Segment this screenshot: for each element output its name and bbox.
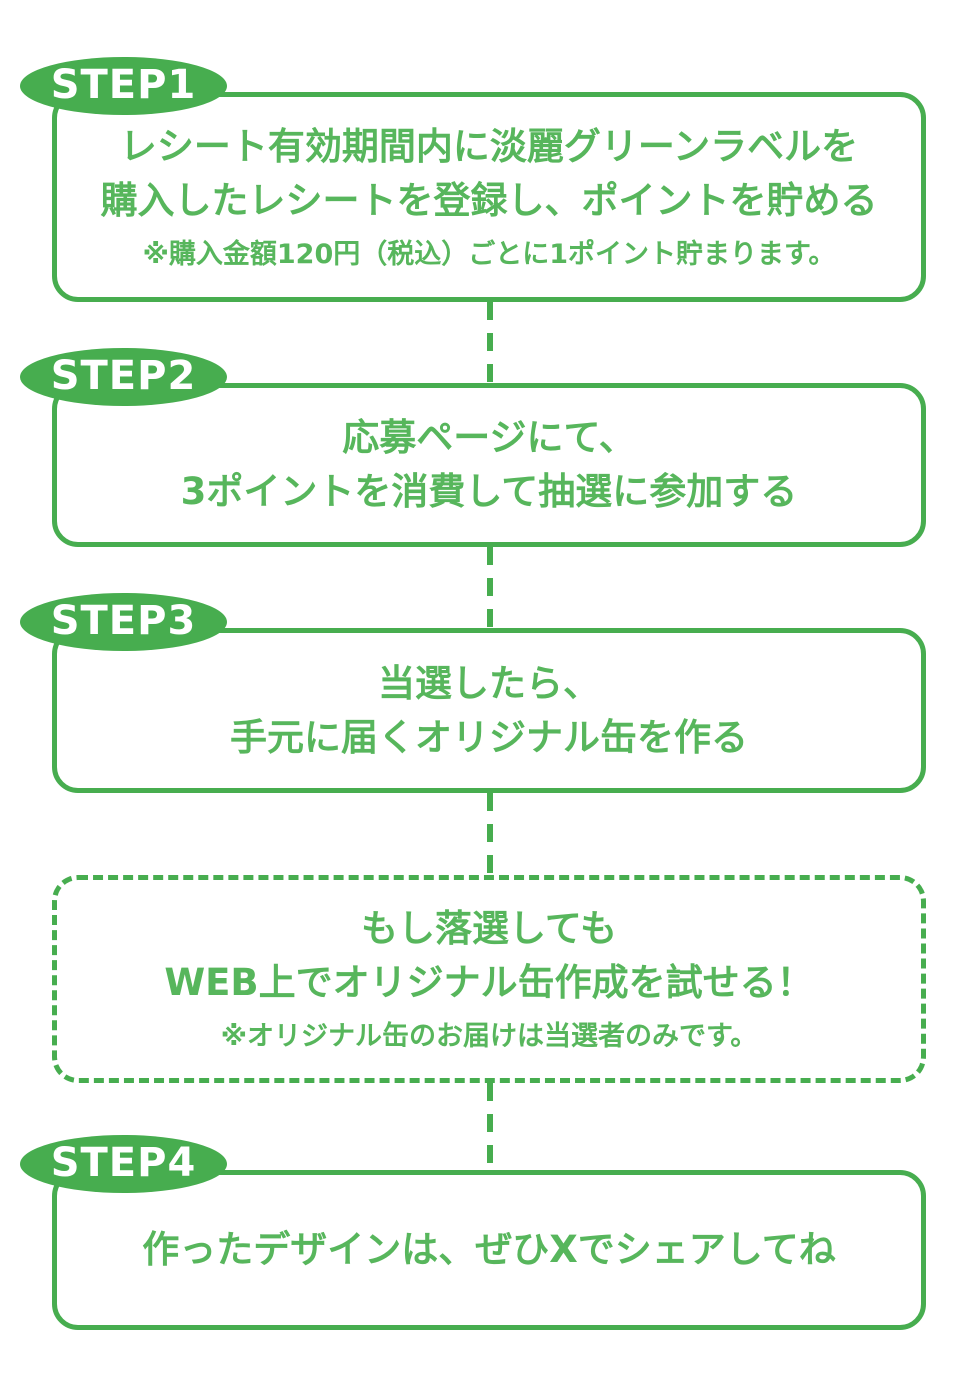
step2-box: 応募ページにて、 3ポイントを消費して抽選に参加する — [52, 383, 926, 547]
step4-badge: STEP4 — [20, 1135, 227, 1193]
dashed-connector-3 — [487, 793, 493, 875]
step2-text-line1: 応募ページにて、 — [342, 416, 636, 459]
step-block-2: STEP2 応募ページにて、 3ポイントを消費して抽選に参加する — [20, 348, 926, 547]
step-block-3: STEP3 当選したら、 手元に届くオリジナル缶を作る — [20, 593, 926, 793]
step1-text-line1: レシート有効期間内に淡麗グリーンラベルを — [119, 125, 859, 168]
step3-box: 当選したら、 手元に届くオリジナル缶を作る — [52, 628, 926, 793]
dashed-connector-2 — [487, 547, 493, 628]
bonus-note: ※オリジナル缶のお届けは当選者のみです。 — [220, 1021, 758, 1052]
bonus-block: もし落選しても WEB上でオリジナル缶作成を試せる！ ※オリジナル缶のお届けは当… — [52, 875, 926, 1083]
step3-badge: STEP3 — [20, 593, 227, 651]
step1-box: レシート有効期間内に淡麗グリーンラベルを 購入したレシートを登録し、ポイントを貯… — [52, 92, 926, 302]
step4-badge-label: STEP4 — [50, 1139, 197, 1186]
step2-text-line2: 3ポイントを消費して抽選に参加する — [180, 470, 798, 513]
step2-badge-label: STEP2 — [50, 352, 197, 399]
step-block-1: STEP1 レシート有効期間内に淡麗グリーンラベルを 購入したレシートを登録し、… — [20, 57, 926, 302]
dashed-connector-1 — [487, 302, 493, 383]
step1-badge: STEP1 — [20, 57, 227, 115]
step3-text-line2: 手元に届くオリジナル缶を作る — [230, 715, 748, 759]
step1-text-line2: 購入したレシートを登録し、ポイントを貯める — [100, 179, 878, 222]
bonus-text-line1: もし落選しても — [360, 907, 618, 950]
step1-badge-label: STEP1 — [50, 61, 197, 108]
step3-text-line1: 当選したら、 — [378, 661, 600, 705]
step1-note: ※購入金額120円（税込）ごとに1ポイント貯まります。 — [142, 239, 836, 270]
bonus-box: もし落選しても WEB上でオリジナル缶作成を試せる！ ※オリジナル缶のお届けは当… — [52, 875, 926, 1083]
step2-badge: STEP2 — [20, 348, 227, 406]
step3-badge-label: STEP3 — [50, 597, 197, 644]
step4-box: 作ったデザインは、ぜひXでシェアしてね — [52, 1170, 926, 1330]
step-block-4: STEP4 作ったデザインは、ぜひXでシェアしてね — [20, 1135, 926, 1330]
step4-text-line1: 作ったデザインは、ぜひXでシェアしてね — [142, 1228, 836, 1271]
dashed-connector-4 — [487, 1083, 493, 1170]
bonus-text-line2: WEB上でオリジナル缶作成を試せる！ — [164, 961, 814, 1004]
